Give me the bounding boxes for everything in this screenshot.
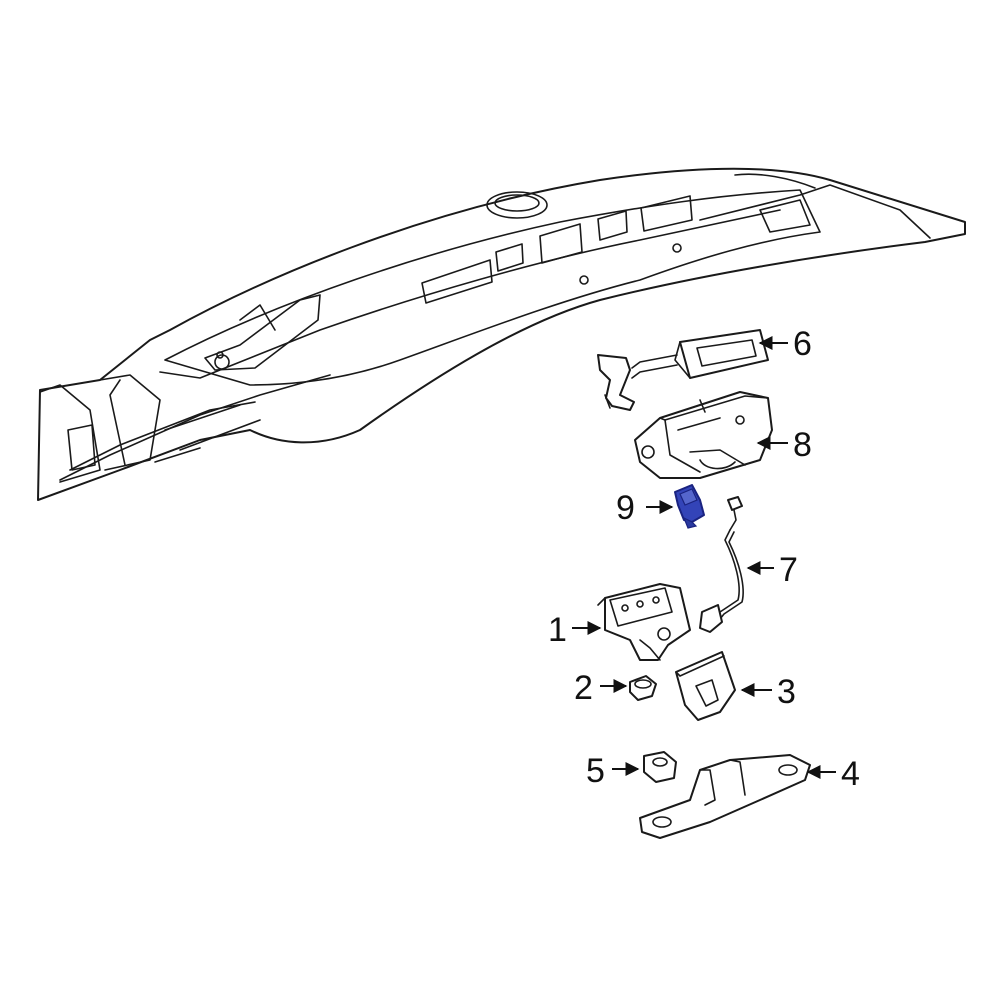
part-3-striker-cover[interactable] bbox=[675, 651, 736, 721]
part-6-release-switch[interactable] bbox=[597, 329, 769, 411]
callout-number-4: 4 bbox=[841, 755, 860, 793]
callout-number-9: 9 bbox=[616, 489, 635, 527]
part-2-retainer-clip[interactable] bbox=[629, 675, 657, 701]
part-8-latch-actuator[interactable] bbox=[634, 391, 773, 479]
callout-5: 5 bbox=[586, 752, 640, 790]
callout-4: 4 bbox=[806, 755, 860, 793]
trunk-lid bbox=[37, 167, 966, 501]
callout-8: 8 bbox=[756, 426, 812, 464]
part-9-latch-switch-highlighted[interactable] bbox=[674, 484, 705, 529]
callout-2: 2 bbox=[574, 669, 628, 707]
callout-number-8: 8 bbox=[793, 426, 812, 464]
callout-number-3: 3 bbox=[777, 673, 796, 711]
part-7-release-cable[interactable] bbox=[699, 496, 744, 633]
part-1-trunk-latch[interactable] bbox=[597, 583, 691, 661]
callout-7: 7 bbox=[746, 551, 798, 589]
callout-number-7: 7 bbox=[779, 551, 798, 589]
callout-number-5: 5 bbox=[586, 752, 605, 790]
callout-3: 3 bbox=[740, 673, 796, 711]
callout-number-1: 1 bbox=[548, 611, 567, 649]
callout-6: 6 bbox=[758, 325, 812, 363]
callout-9: 9 bbox=[616, 489, 674, 527]
callout-number-6: 6 bbox=[793, 325, 812, 363]
callout-number-2: 2 bbox=[574, 669, 593, 707]
part-5-nut[interactable] bbox=[643, 751, 677, 783]
callout-1: 1 bbox=[548, 611, 602, 649]
